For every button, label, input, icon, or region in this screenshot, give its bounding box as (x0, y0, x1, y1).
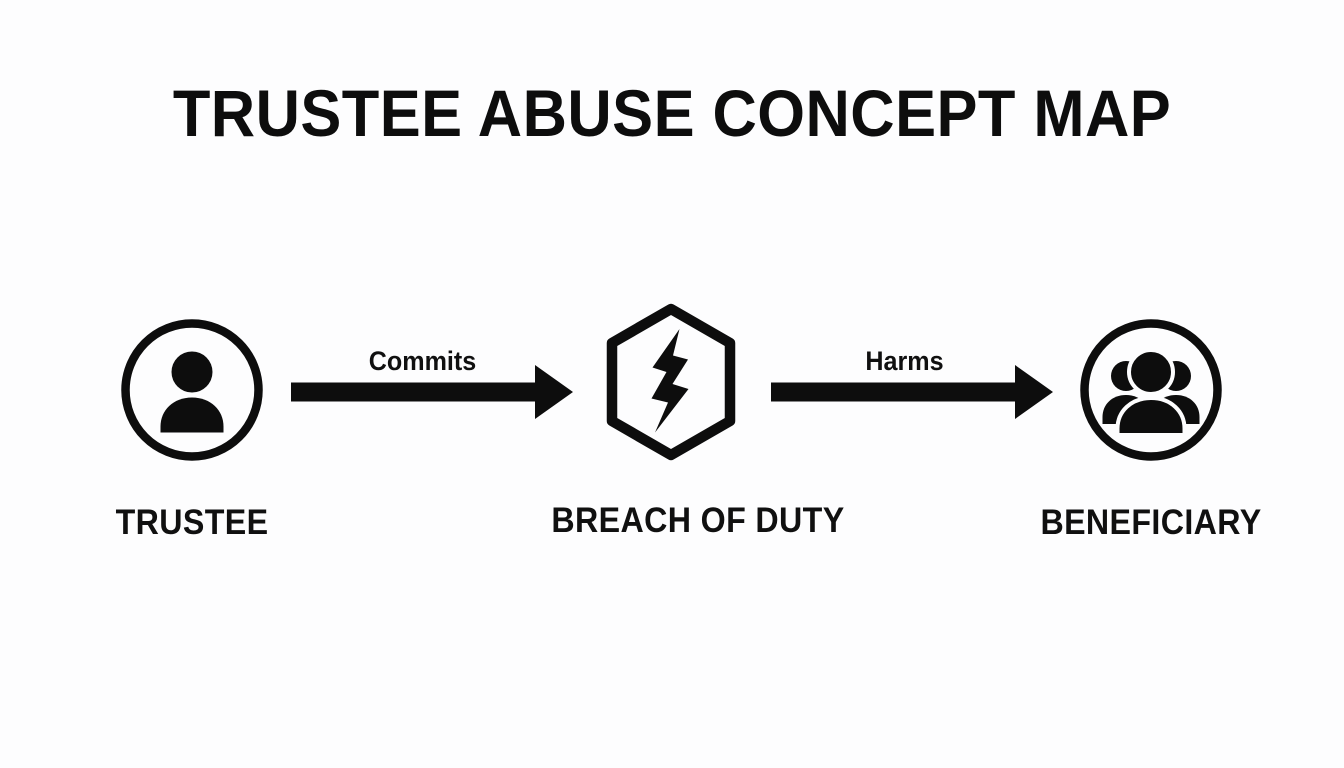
arrow-right-icon (291, 365, 573, 419)
node-trustee[interactable]: TRUSTEE (62, 314, 322, 542)
node-breach-of-duty[interactable]: BREACH OF DUTY (541, 303, 845, 540)
node-beneficiary-caption: BENEFICIARY (1040, 503, 1262, 542)
person-in-circle-icon (121, 319, 263, 461)
node-trustee-caption: TRUSTEE (115, 503, 269, 542)
lightning-bolt-in-hexagon-icon (606, 303, 736, 461)
edge-commits[interactable] (291, 364, 575, 420)
arrow-right-icon (771, 365, 1053, 419)
node-beneficiary-shape (1021, 314, 1281, 466)
edge-commits-label: Commits (368, 346, 477, 376)
node-beneficiary[interactable]: BENEFICIARY (1021, 314, 1281, 542)
edge-harms-label: Harms (865, 346, 944, 376)
page-title: TRUSTEE ABUSE CONCEPT MAP (172, 76, 1172, 150)
edge-harms[interactable] (771, 364, 1055, 420)
node-breach-of-duty-caption: BREACH OF DUTY (551, 501, 845, 540)
node-breach-of-duty-shape (541, 303, 801, 461)
people-group-in-circle-icon (1080, 319, 1222, 461)
node-trustee-shape (62, 314, 322, 466)
